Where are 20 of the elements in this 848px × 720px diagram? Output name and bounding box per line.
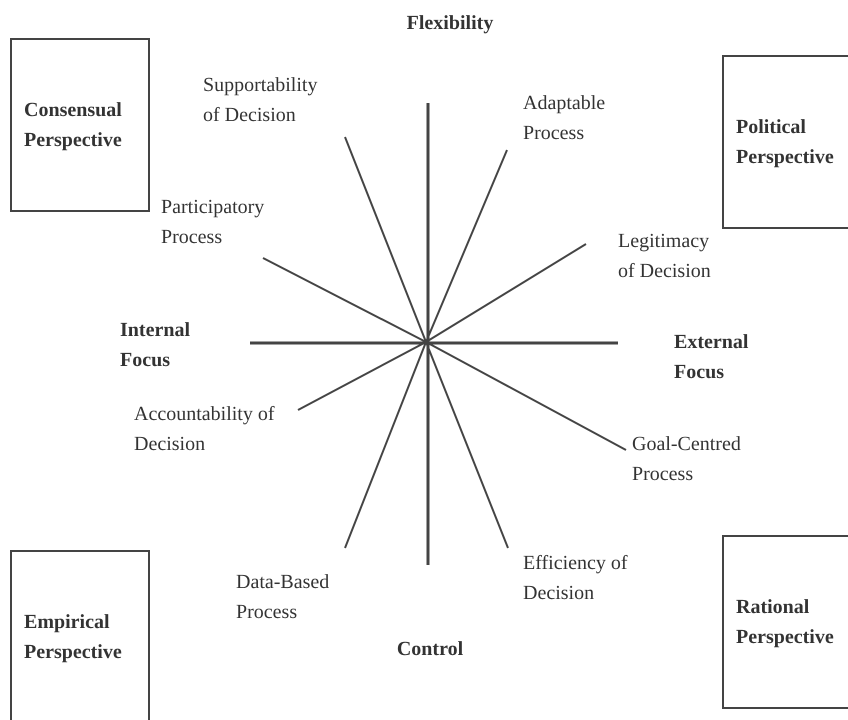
perspective-box [722, 535, 848, 709]
dimension-label: Adaptable Process [523, 91, 606, 146]
axis-label: Internal Focus [120, 318, 191, 373]
dimension-label: Goal-Centred Process [632, 432, 742, 487]
dimension-label: Accountability of Decision [134, 402, 276, 457]
axis-label: Flexibility [406, 11, 494, 36]
axis-label: External Focus [674, 330, 750, 385]
dimension-label: Data-Based Process [236, 570, 330, 625]
dimension-label: Efficiency of Decision [523, 551, 629, 606]
perspective-box [10, 550, 150, 720]
dimension-label: Supportability of Decision [203, 73, 318, 128]
perspective-box [722, 55, 848, 229]
perspective-label: Consensual Perspective [23, 98, 123, 153]
perspective-label: Rational Perspective [735, 595, 835, 650]
dimension-label: Participatory Process [161, 195, 266, 250]
perspective-label: Empirical Perspective [23, 610, 123, 665]
perspective-box [10, 38, 150, 212]
axis-label: Control [396, 637, 464, 662]
dimension-label: Legitimacy of Decision [618, 229, 712, 284]
perspective-label: Political Perspective [735, 115, 835, 170]
